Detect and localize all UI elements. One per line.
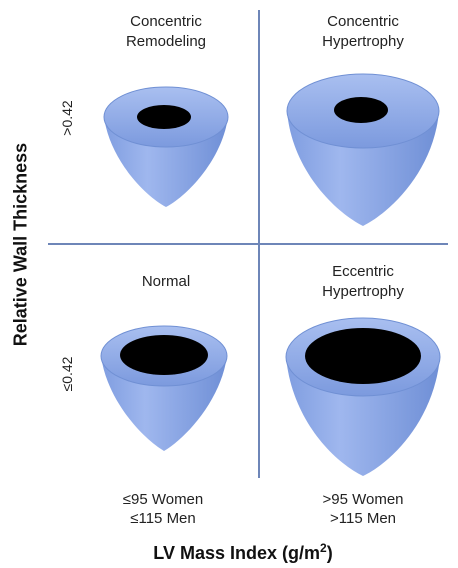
label-concentric-hypertrophy: Concentric Hypertrophy [322,13,404,50]
x-axis-title: LV Mass Index (g/m2) [153,541,333,563]
cavity-eccentric-hypertrophy [305,328,421,384]
cone-concentric-remodeling [103,86,229,207]
x-threshold-high: >95 Women >115 Men [322,491,404,527]
y-threshold-low: ≤0.42 [59,356,75,392]
x-threshold-low: ≤95 Women ≤115 Men [122,491,204,527]
label-concentric-remodeling: Concentric Remodeling [125,13,207,50]
cone-eccentric-hypertrophy [285,317,441,476]
cone-concentric-hypertrophy [286,73,440,226]
cavity-normal [120,335,208,375]
label-eccentric-hypertrophy: Eccentric Hypertrophy [322,263,404,300]
cone-normal [100,325,228,451]
y-axis-title: Relative Wall Thickness [10,142,31,347]
label-normal: Normal [141,273,191,290]
cavity-concentric-remodeling [137,105,191,129]
y-threshold-high: >0.42 [59,100,75,136]
cavity-concentric-hypertrophy [334,97,388,123]
